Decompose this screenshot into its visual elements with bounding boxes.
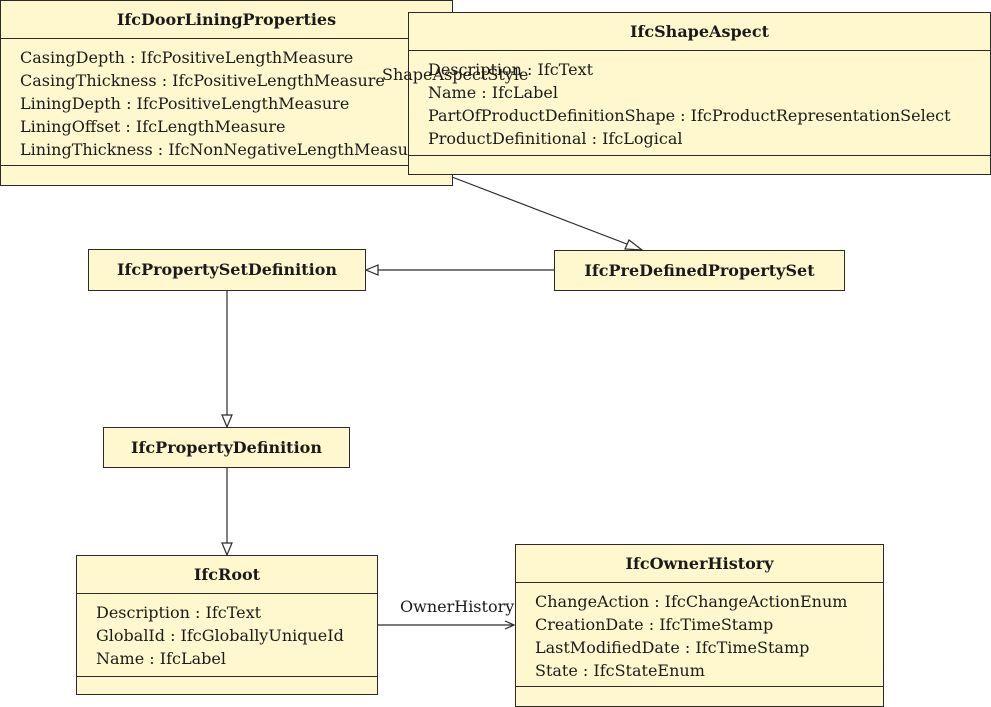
edge-label-owner-history: OwnerHistory [400, 597, 515, 616]
class-ifcpropertydefinition[interactable]: IfcPropertyDefinition [103, 427, 350, 468]
attribute: LiningDepth : IfcPositiveLengthMeasure [20, 94, 350, 113]
attribute-list: Description : IfcText GlobalId : IfcGlob… [77, 593, 377, 670]
operations-compartment [409, 155, 990, 174]
class-ifcpropertysetdefinition[interactable]: IfcPropertySetDefinition [88, 249, 366, 291]
class-ifcownerhistory[interactable]: IfcOwnerHistory ChangeAction : IfcChange… [515, 544, 884, 707]
operations-compartment [1, 165, 452, 185]
association-arrowhead [504, 620, 516, 630]
attribute: ProductDefinitional : IfcLogical [428, 129, 683, 148]
operations-compartment [77, 676, 377, 694]
attribute: CreationDate : IfcTimeStamp [535, 615, 774, 634]
class-title: IfcShapeAspect [630, 22, 769, 41]
attribute: LiningOffset : IfcLengthMeasure [20, 117, 286, 136]
edge-doorlining-to-predefined [451, 176, 633, 247]
class-ifcdoorliningproperties[interactable]: IfcDoorLiningProperties CasingDepth : If… [0, 0, 453, 186]
class-title: IfcOwnerHistory [625, 554, 774, 573]
operations-compartment [516, 686, 883, 706]
attribute: LiningThickness : IfcNonNegativeLengthMe… [20, 140, 426, 159]
attribute: LastModifiedDate : IfcTimeStamp [535, 638, 810, 657]
generalization-arrowhead [221, 542, 233, 557]
generalization-arrowhead [221, 414, 233, 429]
class-ifcroot[interactable]: IfcRoot Description : IfcText GlobalId :… [76, 555, 378, 695]
attribute-list: CasingDepth : IfcPositiveLengthMeasure C… [1, 38, 452, 161]
class-title: IfcDoorLiningProperties [116, 10, 337, 29]
attribute: State : IfcStateEnum [535, 661, 705, 680]
attribute: CasingThickness : IfcPositiveLengthMeasu… [20, 71, 385, 90]
generalization-arrowhead [364, 264, 379, 276]
attribute: Name : IfcLabel [96, 649, 226, 668]
class-title: IfcPropertyDefinition [131, 438, 322, 457]
class-title: IfcPreDefinedPropertySet [584, 261, 815, 280]
attribute: PartOfProductDefinitionShape : IfcProduc… [428, 106, 951, 125]
attribute-list: Description : IfcText Name : IfcLabel Pa… [409, 50, 990, 150]
edge-label-shape-aspect-style: ShapeAspectStyle [382, 65, 529, 84]
attribute: CasingDepth : IfcPositiveLengthMeasure [20, 48, 354, 67]
generalization-arrowhead [624, 239, 644, 251]
attribute: Description : IfcText [428, 60, 594, 79]
attribute: Name : IfcLabel [428, 83, 558, 102]
attribute-list: ChangeAction : IfcChangeActionEnum Creat… [516, 582, 883, 682]
class-ifcshapeaspect[interactable]: IfcShapeAspect Description : IfcText Nam… [408, 12, 991, 175]
attribute: ChangeAction : IfcChangeActionEnum [535, 592, 848, 611]
class-ifcpredefinedpropertyset[interactable]: IfcPreDefinedPropertySet [554, 250, 845, 291]
attribute: GlobalId : IfcGloballyUniqueId [96, 626, 344, 645]
class-title: IfcPropertySetDefinition [116, 260, 338, 279]
attribute: Description : IfcText [96, 603, 262, 622]
class-title: IfcRoot [193, 565, 261, 584]
